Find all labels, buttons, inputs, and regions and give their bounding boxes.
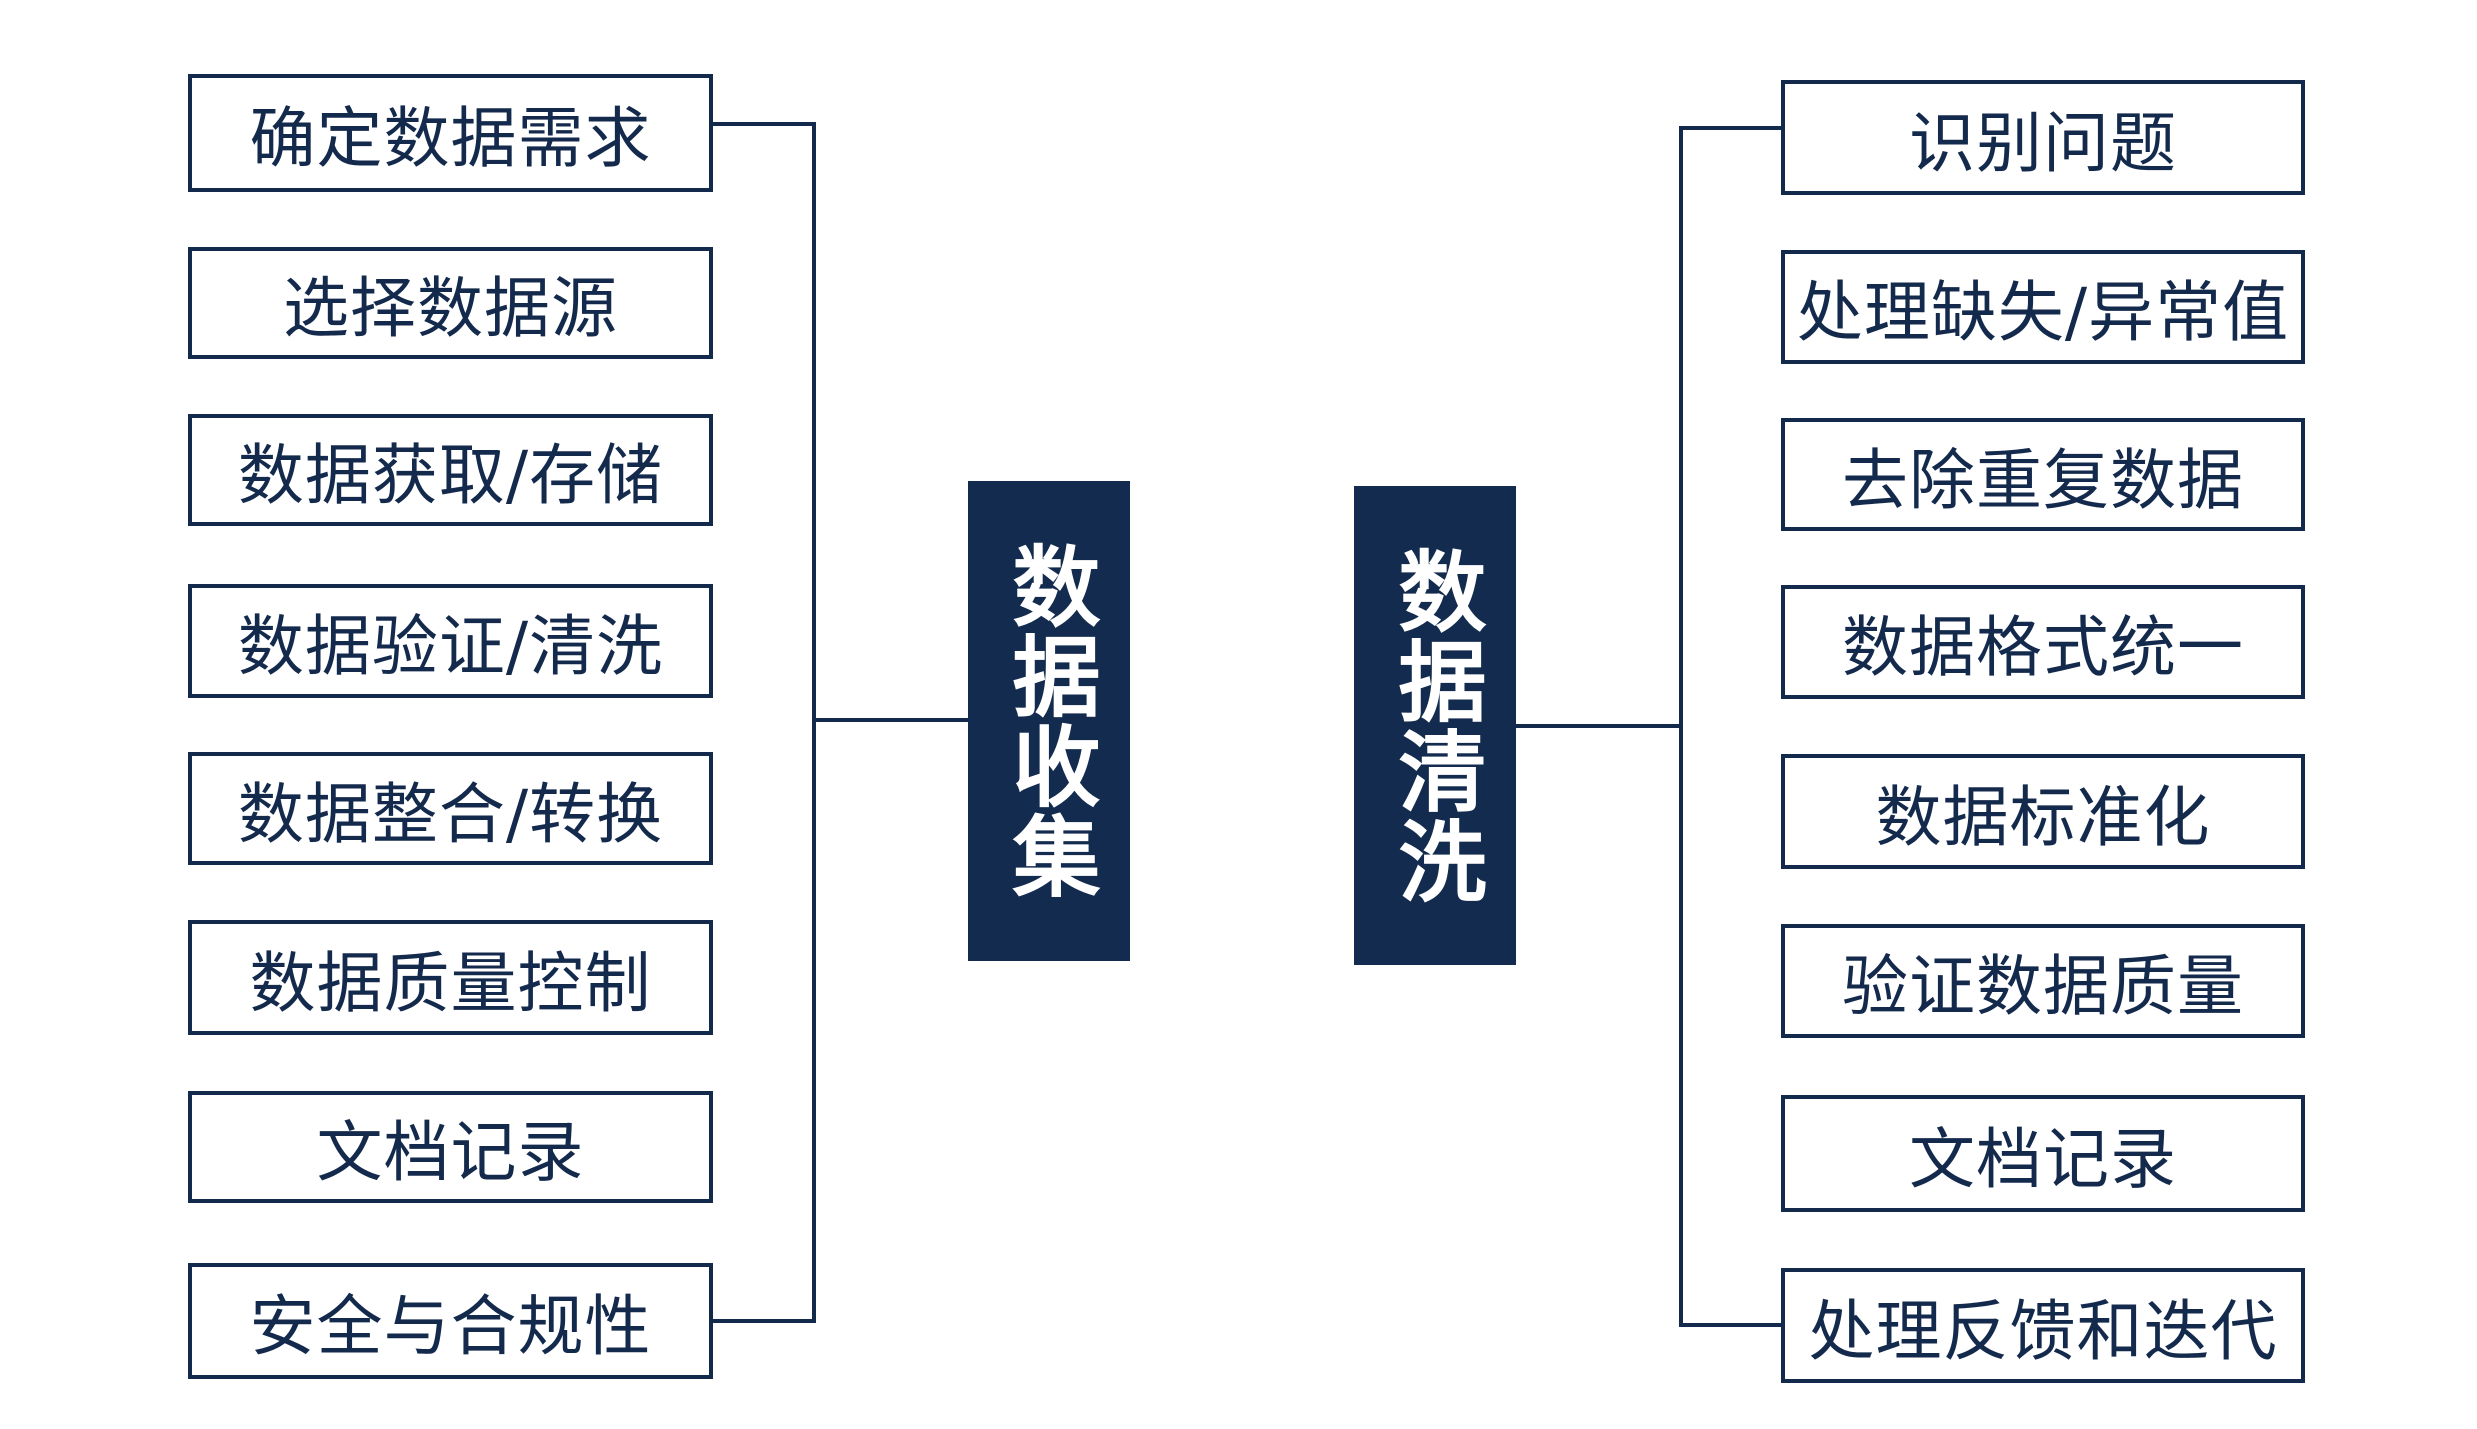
cleaning-title-block: 数据清洗 xyxy=(1354,486,1516,965)
collection-item-1: 确定数据需求 xyxy=(188,74,713,192)
cleaning-item-2: 处理缺失/异常值 xyxy=(1781,250,2305,364)
cleaning-item-1: 识别问题 xyxy=(1781,80,2305,195)
cleaning-title: 数据清洗 xyxy=(1384,545,1487,906)
cleaning-item-4: 数据格式统一 xyxy=(1781,585,2305,699)
cleaning-item-6: 验证数据质量 xyxy=(1781,924,2305,1038)
collection-item-8: 安全与合规性 xyxy=(188,1263,713,1379)
collection-item-5: 数据整合/转换 xyxy=(188,752,713,865)
collection-item-7: 文档记录 xyxy=(188,1091,713,1203)
cleaning-item-5: 数据标准化 xyxy=(1781,754,2305,869)
cleaning-item-8: 处理反馈和迭代 xyxy=(1781,1268,2305,1383)
collection-item-3: 数据获取/存储 xyxy=(188,414,713,526)
left-bracket-line xyxy=(712,122,816,1323)
collection-item-2: 选择数据源 xyxy=(188,247,713,359)
collection-item-4: 数据验证/清洗 xyxy=(188,584,713,698)
collection-title-block: 数据收集 xyxy=(968,481,1130,961)
right-bracket-line xyxy=(1679,126,1781,1327)
collection-item-6: 数据质量控制 xyxy=(188,920,713,1035)
cleaning-item-3: 去除重复数据 xyxy=(1781,418,2305,531)
cleaning-item-7: 文档记录 xyxy=(1781,1095,2305,1212)
collection-title: 数据收集 xyxy=(998,541,1101,901)
